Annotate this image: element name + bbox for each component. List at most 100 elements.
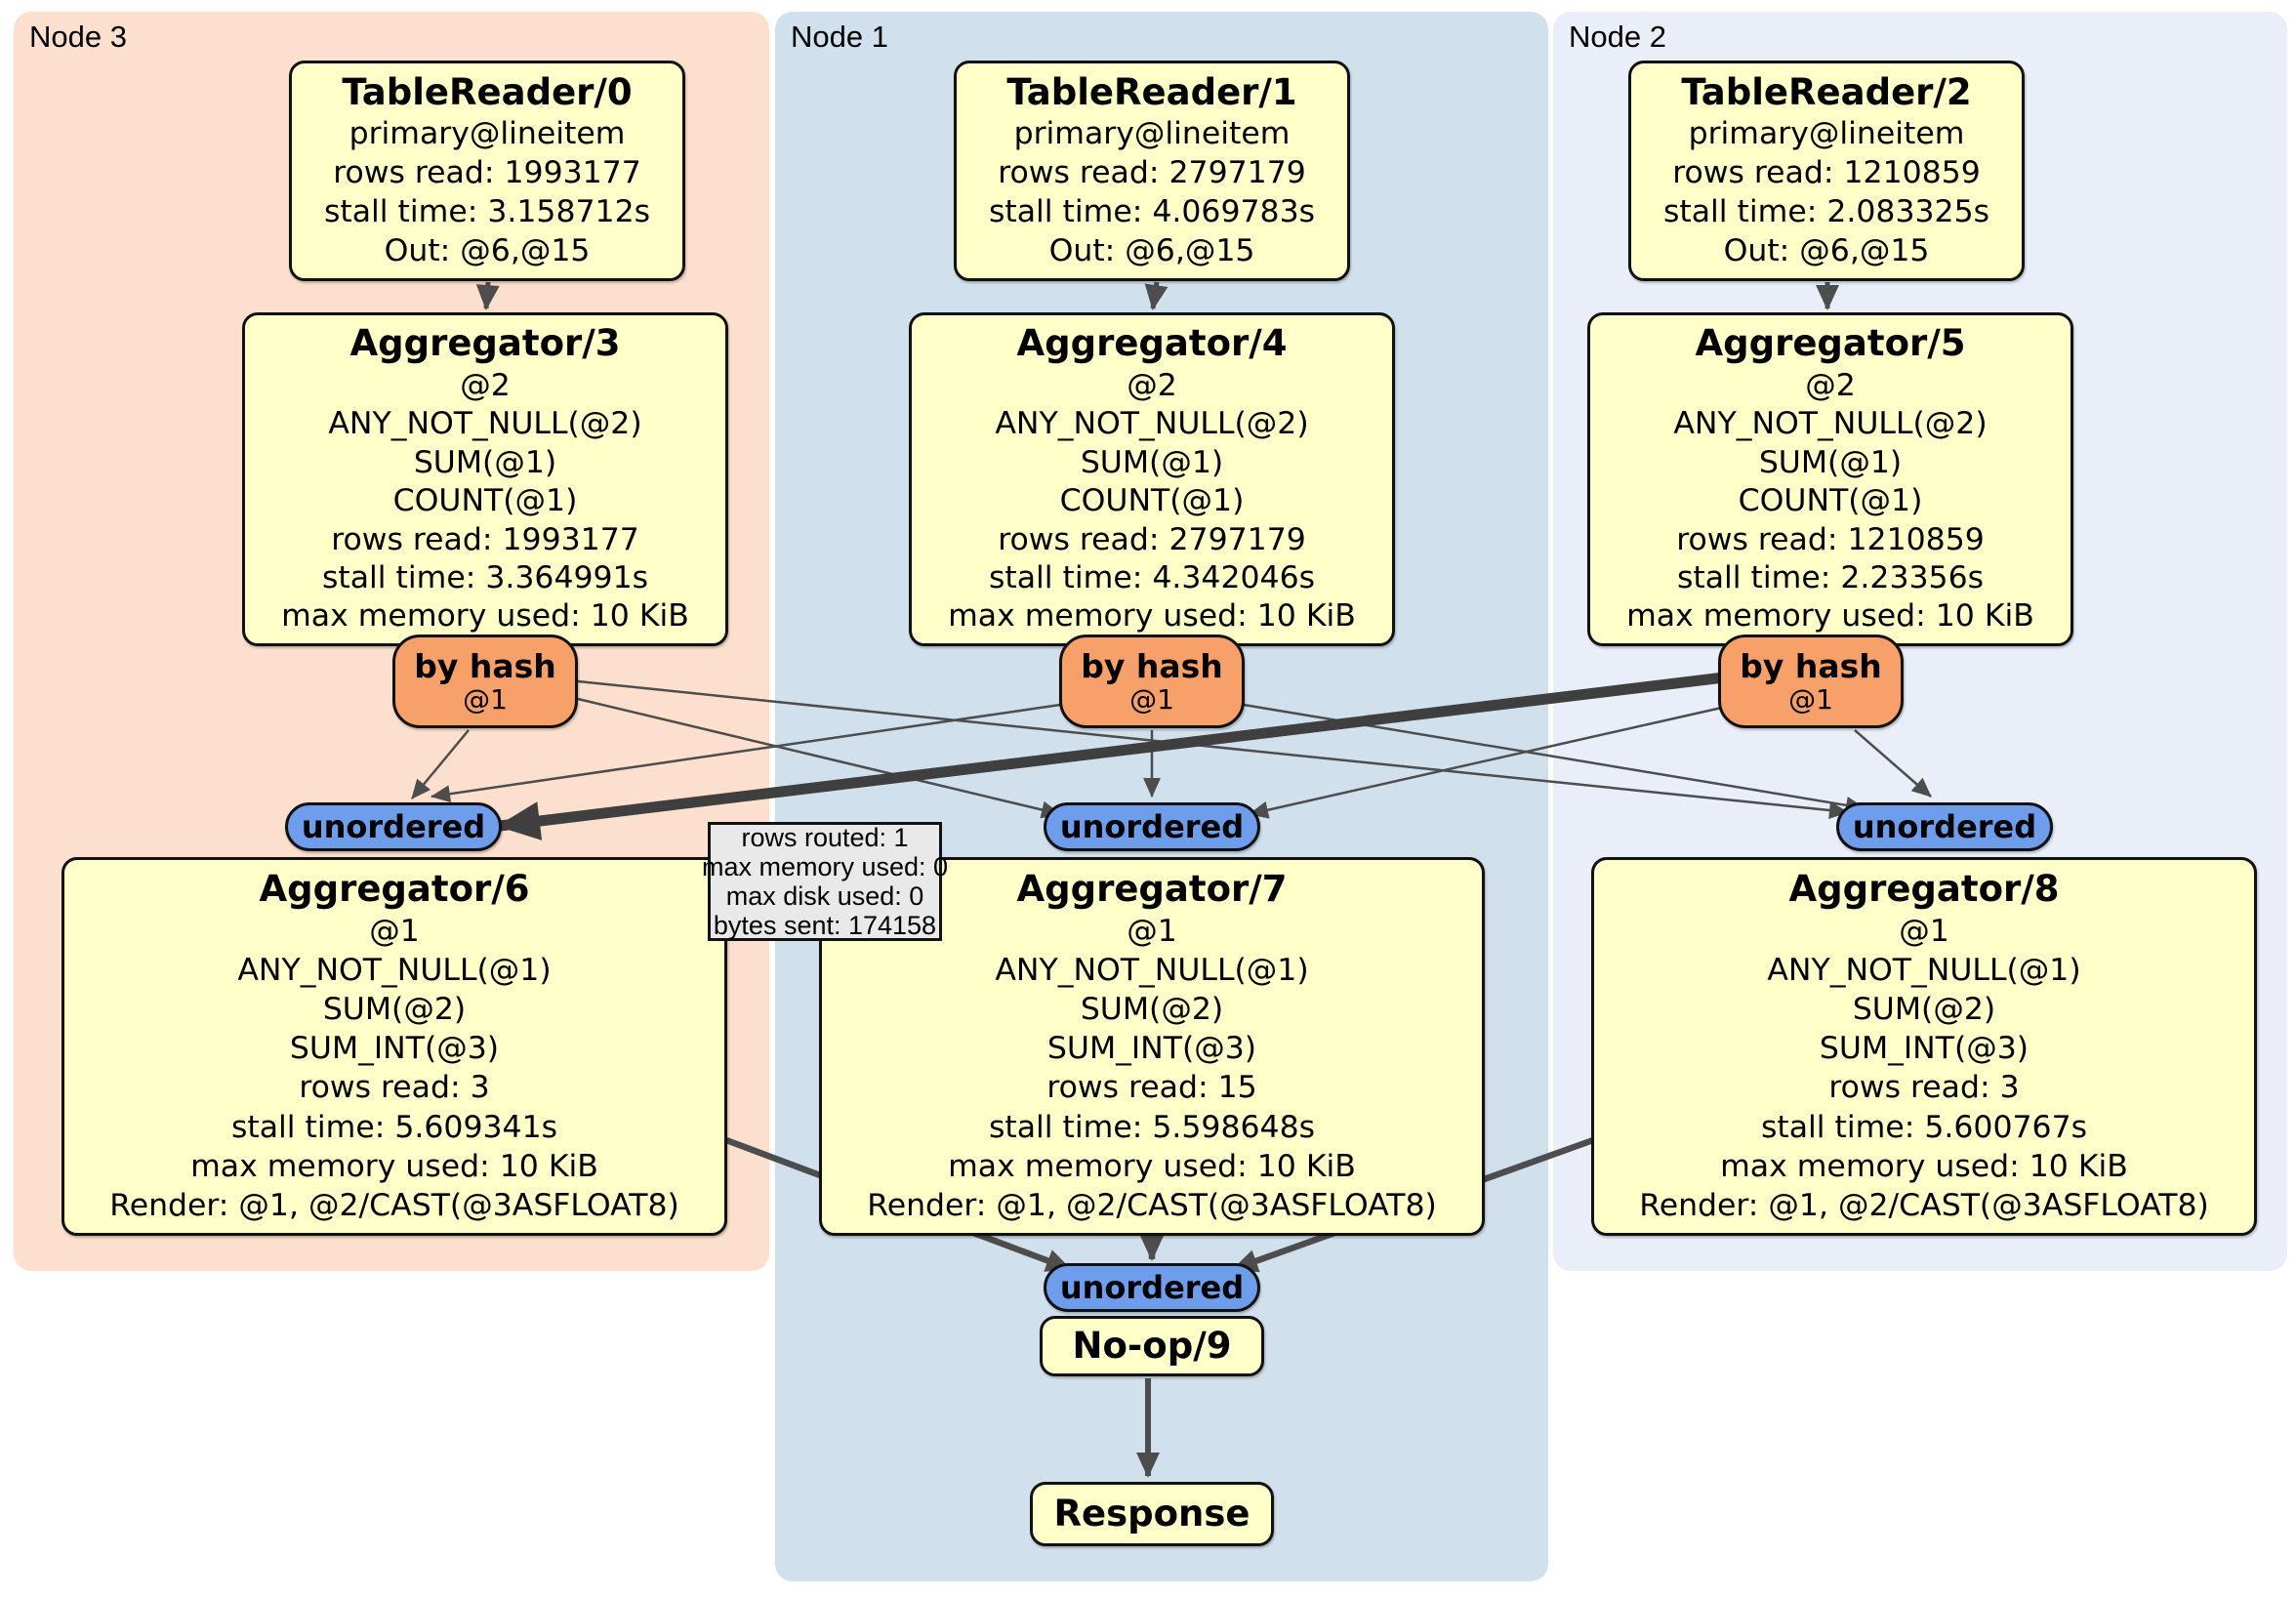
process-line: SUM_INT(@3) <box>289 1031 500 1067</box>
process-line: stall time: 5.598648s <box>988 1109 1316 1145</box>
process-title: Aggregator/3 <box>349 322 621 365</box>
process-box-aggregator-8[interactable]: Aggregator/8 @1 ANY_NOT_NULL(@1) SUM(@2)… <box>1591 857 2257 1236</box>
router-detail: @1 <box>463 682 508 716</box>
router-by-hash-5[interactable]: by hash @1 <box>1718 635 1904 728</box>
edge-hash3-unordered1[interactable] <box>577 697 1061 819</box>
process-line: rows read: 1993177 <box>331 521 639 557</box>
tooltip-line: max memory used: 0 <box>701 852 949 881</box>
process-line: ANY_NOT_NULL(@2) <box>995 406 1309 442</box>
process-line: primary@lineitem <box>1013 116 1291 152</box>
tooltip-line: rows routed: 1 <box>741 823 909 852</box>
panel-node2-label: Node 2 <box>1569 20 1666 54</box>
process-title: TableReader/2 <box>1681 70 1972 113</box>
router-detail: @1 <box>1129 682 1174 716</box>
process-line: Render: @1, @2/CAST(@3ASFLOAT8) <box>109 1187 679 1223</box>
process-line: primary@lineitem <box>1688 116 1965 152</box>
process-line: ANY_NOT_NULL(@1) <box>1767 953 2081 989</box>
process-box-tablereader-0[interactable]: TableReader/0 primary@lineitem rows read… <box>289 61 685 281</box>
process-line: @2 <box>1805 367 1856 403</box>
process-line: Render: @1, @2/CAST(@3ASFLOAT8) <box>1639 1187 2209 1223</box>
process-line: ANY_NOT_NULL(@2) <box>328 406 642 442</box>
process-line: Out: @6,@15 <box>1048 233 1255 269</box>
process-line: Out: @6,@15 <box>384 233 591 269</box>
stream-unordered-node1[interactable]: unordered <box>1044 802 1260 851</box>
process-line: ANY_NOT_NULL(@2) <box>1673 406 1988 442</box>
process-line: SUM(@1) <box>413 444 557 480</box>
process-box-aggregator-7[interactable]: Aggregator/7 @1 ANY_NOT_NULL(@1) SUM(@2)… <box>819 857 1485 1236</box>
stream-label: unordered <box>301 808 486 845</box>
process-line: stall time: 3.158712s <box>323 194 651 230</box>
process-line: @2 <box>1127 367 1177 403</box>
process-line: rows read: 2797179 <box>998 521 1306 557</box>
process-line: max memory used: 10 KiB <box>1720 1148 2128 1184</box>
process-title: TableReader/0 <box>342 70 633 113</box>
process-box-noop-9[interactable]: No-op/9 <box>1040 1316 1264 1376</box>
edge-stats-tooltip: rows routed: 1 max memory used: 0 max di… <box>702 822 948 941</box>
stream-unordered-node2[interactable]: unordered <box>1836 802 2053 851</box>
process-box-response[interactable]: Response <box>1030 1482 1274 1546</box>
edge-hash3-unordered3[interactable] <box>411 729 470 799</box>
edge-tablereader0-aggregator3[interactable] <box>475 281 500 310</box>
process-line: COUNT(@1) <box>392 483 578 519</box>
process-box-aggregator-4[interactable]: Aggregator/4 @2 ANY_NOT_NULL(@2) SUM(@1)… <box>909 312 1395 646</box>
process-title: Aggregator/4 <box>1016 322 1288 365</box>
process-line: COUNT(@1) <box>1059 483 1245 519</box>
process-line: rows read: 3 <box>299 1070 490 1106</box>
process-box-aggregator-6[interactable]: Aggregator/6 @1 ANY_NOT_NULL(@1) SUM(@2)… <box>62 857 727 1236</box>
stream-label: unordered <box>1059 1269 1245 1306</box>
router-label: by hash <box>414 646 556 685</box>
router-detail: @1 <box>1788 682 1833 716</box>
stream-label: unordered <box>1852 808 2037 845</box>
process-line: stall time: 5.600767s <box>1760 1109 2088 1145</box>
router-by-hash-3[interactable]: by hash @1 <box>392 635 578 728</box>
process-line: rows read: 3 <box>1828 1070 2020 1106</box>
process-box-aggregator-5[interactable]: Aggregator/5 @2 ANY_NOT_NULL(@2) SUM(@1)… <box>1587 312 2073 646</box>
stream-unordered-node3[interactable]: unordered <box>285 802 502 851</box>
process-line: rows read: 15 <box>1046 1070 1257 1106</box>
process-line: stall time: 2.083325s <box>1662 194 1990 230</box>
stream-unordered-final[interactable]: unordered <box>1044 1263 1260 1312</box>
process-line: rows read: 1210859 <box>1672 155 1981 191</box>
router-by-hash-4[interactable]: by hash @1 <box>1059 635 1245 728</box>
process-line: rows read: 1210859 <box>1676 521 1985 557</box>
process-box-aggregator-3[interactable]: Aggregator/3 @2 ANY_NOT_NULL(@2) SUM(@1)… <box>242 312 728 646</box>
process-title: Aggregator/7 <box>1016 868 1288 911</box>
process-title: Aggregator/6 <box>259 868 530 911</box>
process-line: stall time: 5.609341s <box>230 1109 558 1145</box>
process-line: @2 <box>460 367 511 403</box>
process-title: Response <box>1053 1492 1250 1535</box>
process-line: stall time: 2.23356s <box>1676 560 1985 595</box>
process-line: stall time: 4.342046s <box>988 560 1316 595</box>
router-label: by hash <box>1081 646 1223 685</box>
process-box-tablereader-2[interactable]: TableReader/2 primary@lineitem rows read… <box>1628 61 2025 281</box>
process-line: SUM(@2) <box>1080 992 1224 1028</box>
process-line: SUM(@2) <box>322 992 467 1028</box>
process-line: ANY_NOT_NULL(@1) <box>995 953 1309 989</box>
process-line: @1 <box>369 913 420 949</box>
tooltip-line: max disk used: 0 <box>725 881 924 911</box>
edge-hash5-unordered2[interactable] <box>1854 729 1932 798</box>
edge-hash5-unordered1[interactable] <box>1249 705 1727 819</box>
edge-hash5-unordered3-highlighted[interactable] <box>497 672 1725 840</box>
process-line: SUM(@1) <box>1080 444 1224 480</box>
process-line: primary@lineitem <box>348 116 626 152</box>
process-line: Render: @1, @2/CAST(@3ASFLOAT8) <box>867 1187 1437 1223</box>
process-line: stall time: 3.364991s <box>321 560 649 595</box>
edge-hash4-unordered3[interactable] <box>430 703 1061 803</box>
process-line: SUM_INT(@3) <box>1819 1031 2030 1067</box>
process-line: ANY_NOT_NULL(@1) <box>237 953 552 989</box>
edge-hash3-unordered2[interactable] <box>577 679 1849 820</box>
process-box-tablereader-1[interactable]: TableReader/1 primary@lineitem rows read… <box>954 61 1350 281</box>
process-title: TableReader/1 <box>1006 70 1297 113</box>
process-line: max memory used: 10 KiB <box>1626 598 2034 635</box>
process-line: Out: @6,@15 <box>1723 233 1930 269</box>
process-title: No-op/9 <box>1072 1324 1232 1367</box>
process-line: max memory used: 10 KiB <box>190 1148 598 1184</box>
process-line: COUNT(@1) <box>1738 483 1923 519</box>
process-line: max memory used: 10 KiB <box>948 598 1356 635</box>
process-line: max memory used: 10 KiB <box>948 1148 1356 1184</box>
process-line: @1 <box>1127 913 1177 949</box>
edge-tablereader1-aggregator4[interactable] <box>1144 281 1168 310</box>
process-line: rows read: 2797179 <box>998 155 1306 191</box>
